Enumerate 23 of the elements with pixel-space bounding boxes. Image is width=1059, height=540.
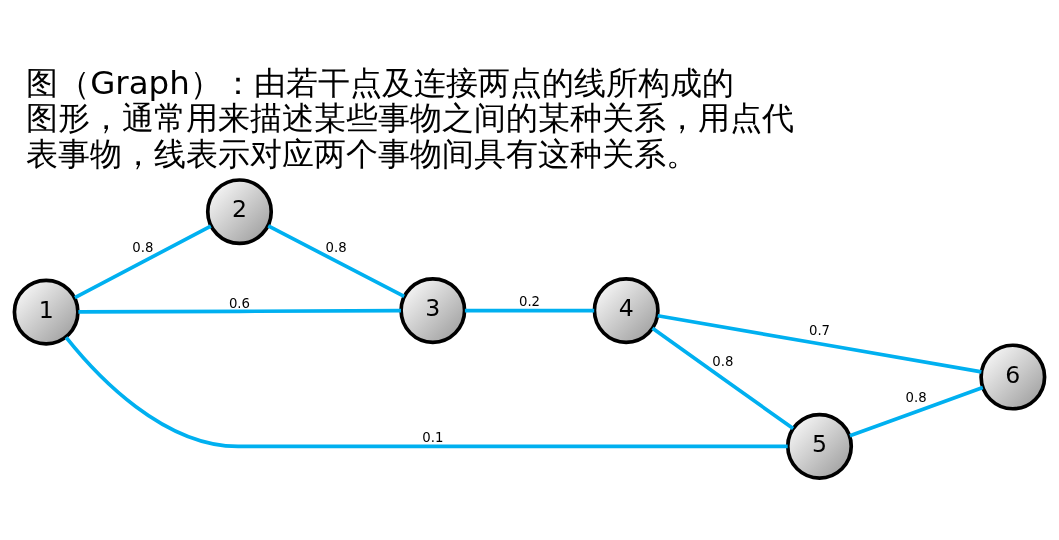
node-circle: 4 <box>592 277 660 345</box>
edge-label: 0.8 <box>325 239 347 255</box>
node-circle: 6 <box>979 343 1047 411</box>
edge-label: 0.8 <box>905 390 927 406</box>
connector <box>78 308 401 314</box>
edge-label: 0.8 <box>132 239 154 255</box>
connector <box>849 385 984 438</box>
connector <box>267 224 405 299</box>
node-circle: 1 <box>12 278 80 346</box>
connector <box>657 314 982 374</box>
connector <box>64 336 788 449</box>
node-circle: 5 <box>785 412 854 480</box>
edge-label: 0.1 <box>422 430 444 446</box>
edge-label: 0.2 <box>518 294 541 310</box>
edge-label: 0.8 <box>712 353 734 369</box>
connector <box>464 308 595 313</box>
edge-label: 0.6 <box>228 295 251 311</box>
edge-label: 0.7 <box>808 322 831 338</box>
node-circle: 2 <box>205 178 274 246</box>
connector <box>74 224 212 300</box>
diagram-title: 图（Graph）：由若干点及连接两点的线所构成的图形，通常用来描述某些事物之间的某种关系，用点代表事物，线表示对应两个事物间具有这种关系。 <box>26 63 795 173</box>
node-circle: 3 <box>399 277 467 345</box>
connector <box>651 326 795 431</box>
